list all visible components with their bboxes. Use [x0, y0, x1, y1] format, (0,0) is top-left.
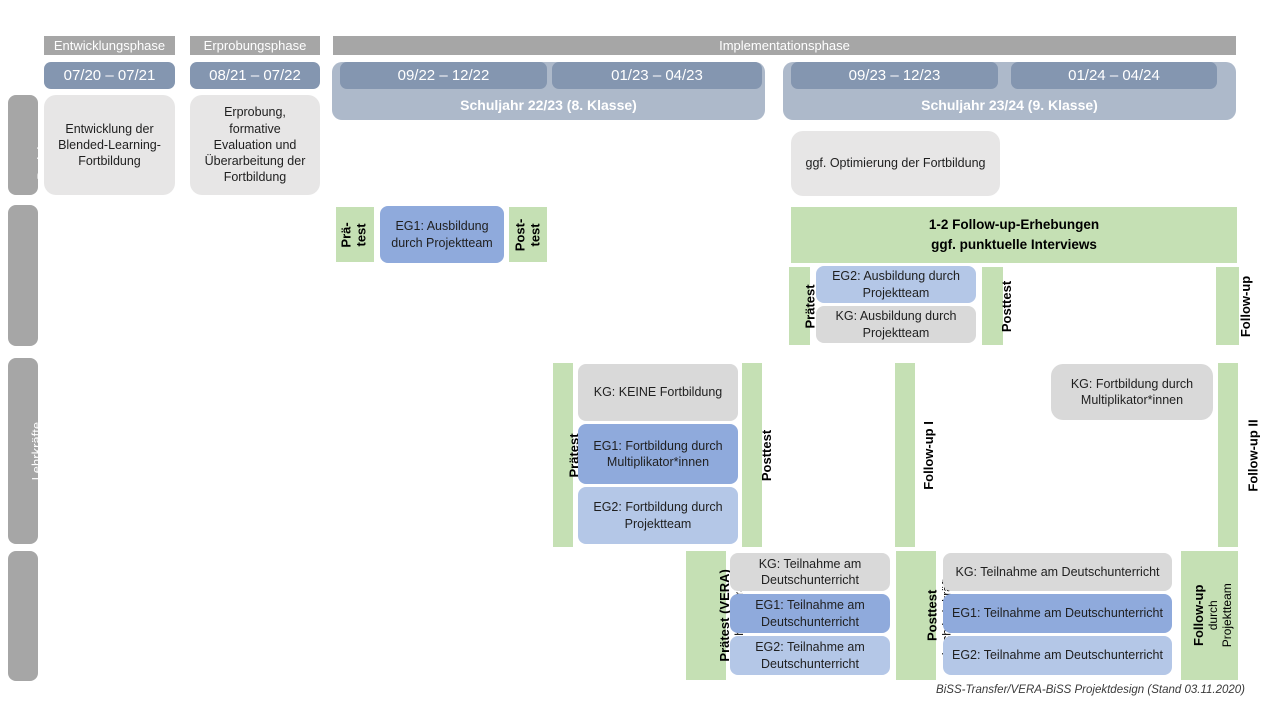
bar-label: Posttest: [759, 429, 775, 481]
period-0124-0424: 01/24 – 04/24: [1011, 62, 1217, 89]
box-eg2-ausbildung-projektteam: EG2: Ausbildung durch Projektteam: [816, 266, 976, 303]
banner-line2: ggf. punktuelle Interviews: [931, 237, 1097, 252]
row-label-text: Schüler*innen: [40, 575, 56, 657]
bar-posttest-schueler: Posttest durch Lehrkräfte: [896, 551, 953, 680]
row-label-multiplikatorinnen: Multiplikator*innen: [8, 205, 68, 346]
bar-praetest-multiplikatoren: Prä- test: [336, 207, 374, 262]
bar-praetest-lehrkraefte: Prätest: [553, 363, 582, 547]
bar-praetest-vera-schueler: Prätest (VERA) durch Lehrkräfte: [686, 551, 746, 680]
diagram-caption: BiSS-Transfer/VERA-BiSS Projektdesign (S…: [936, 684, 1245, 696]
bar-label: Follow-up II: [1245, 418, 1261, 492]
box-eg2-deutschunterricht-2: EG2: Teilnahme am Deutschunterricht: [943, 636, 1172, 675]
row-label-text: Lehrkräfte: [29, 421, 45, 481]
box-kg-keine-fortbildung: KG: KEINE Fortbildung: [578, 364, 738, 421]
period-0123-0423: 01/23 – 04/23: [552, 62, 762, 89]
bar-label: Posttest: [999, 280, 1015, 332]
bar-label: Prä- test: [339, 221, 369, 248]
bar-label: Follow-up: [1238, 275, 1254, 337]
period-0923-1223: 09/23 – 12/23: [791, 62, 998, 89]
box-kg-deutschunterricht-1: KG: Teilnahme am Deutschunterricht: [730, 553, 890, 591]
phase-entwicklungsphase: Entwicklungsphase: [44, 36, 175, 55]
banner-line1: 1-2 Follow-up-Erhebungen: [928, 217, 1100, 233]
bar-followup1-lehrkraefte: Follow-up I: [895, 363, 936, 547]
period-0821-0722: 08/21 – 07/22: [190, 62, 320, 89]
schoolyear-label: Schuljahr 23/24 (9. Klasse): [921, 97, 1098, 113]
box-eg2-fortbildung-projektteam: EG2: Fortbildung durch Projektteam: [578, 487, 738, 544]
bar-label: Follow-up durch Projektteam: [1190, 583, 1234, 648]
box-kg-fortbildung-multiplikatoren: KG: Fortbildung durch Multiplikator*inne…: [1051, 364, 1213, 420]
bar-posttest2-multiplikatoren: Posttest: [982, 267, 1014, 345]
phase-erprobungsphase: Erprobungsphase: [190, 36, 320, 55]
row-label-lehrkraefte: Lehrkräfte: [8, 358, 44, 544]
row-label-text: Multiplikator*innen: [52, 222, 68, 329]
bar-praetest2-multiplikatoren: Prätest: [789, 267, 818, 345]
box-eg1-deutschunterricht-2: EG1: Teilnahme am Deutschunterricht: [943, 594, 1172, 633]
period-0922-1222: 09/22 – 12/22: [340, 62, 547, 89]
box-optimierung-fortbildung: ggf. Optimierung der Fortbildung: [791, 131, 1000, 196]
box-eg1-ausbildung-projektteam: EG1: Ausbildung durch Projektteam: [380, 206, 504, 263]
bar-label: Follow-up I: [920, 420, 936, 490]
box-kg-ausbildung-projektteam: KG: Ausbildung durch Projektteam: [816, 306, 976, 343]
box-entwicklung-fortbildung: Entwicklung der Blended-Learning-Fortbil…: [44, 95, 175, 195]
schoolyear-label: Schuljahr 22/23 (8. Klasse): [460, 97, 637, 113]
box-erprobung-evaluation: Erprobung, formative Evaluation und Über…: [190, 95, 320, 195]
box-eg2-deutschunterricht-1: EG2: Teilnahme am Deutschunterricht: [730, 636, 890, 675]
box-kg-deutschunterricht-2: KG: Teilnahme am Deutschunterricht: [943, 553, 1172, 591]
bar-followup-multiplikatoren: Follow-up: [1216, 267, 1253, 345]
period-0720-0721: 07/20 – 07/21: [44, 62, 175, 89]
box-eg1-deutschunterricht-1: EG1: Teilnahme am Deutschunterricht: [730, 594, 890, 633]
bar-posttest-multiplikatoren: Post- test: [509, 207, 547, 262]
row-label-schuelerinnen: Schüler*innen: [8, 551, 55, 681]
banner-followup-erhebungen: 1-2 Follow-up-Erhebungen ggf. punktuelle…: [791, 207, 1237, 263]
phase-implementationsphase: Implementationsphase: [333, 36, 1236, 55]
box-eg1-fortbildung-multiplikatoren: EG1: Fortbildung durch Multiplikator*inn…: [578, 424, 738, 484]
row-label-projektteam: Projektteam: [8, 95, 50, 195]
bar-followup-projektteam-schueler: Follow-up durch Projektteam: [1181, 551, 1238, 680]
bar-posttest-lehrkraefte: Posttest: [742, 363, 774, 547]
bar-label: Post- test: [512, 218, 542, 251]
bar-followup2-lehrkraefte: Follow-up II: [1218, 363, 1261, 547]
